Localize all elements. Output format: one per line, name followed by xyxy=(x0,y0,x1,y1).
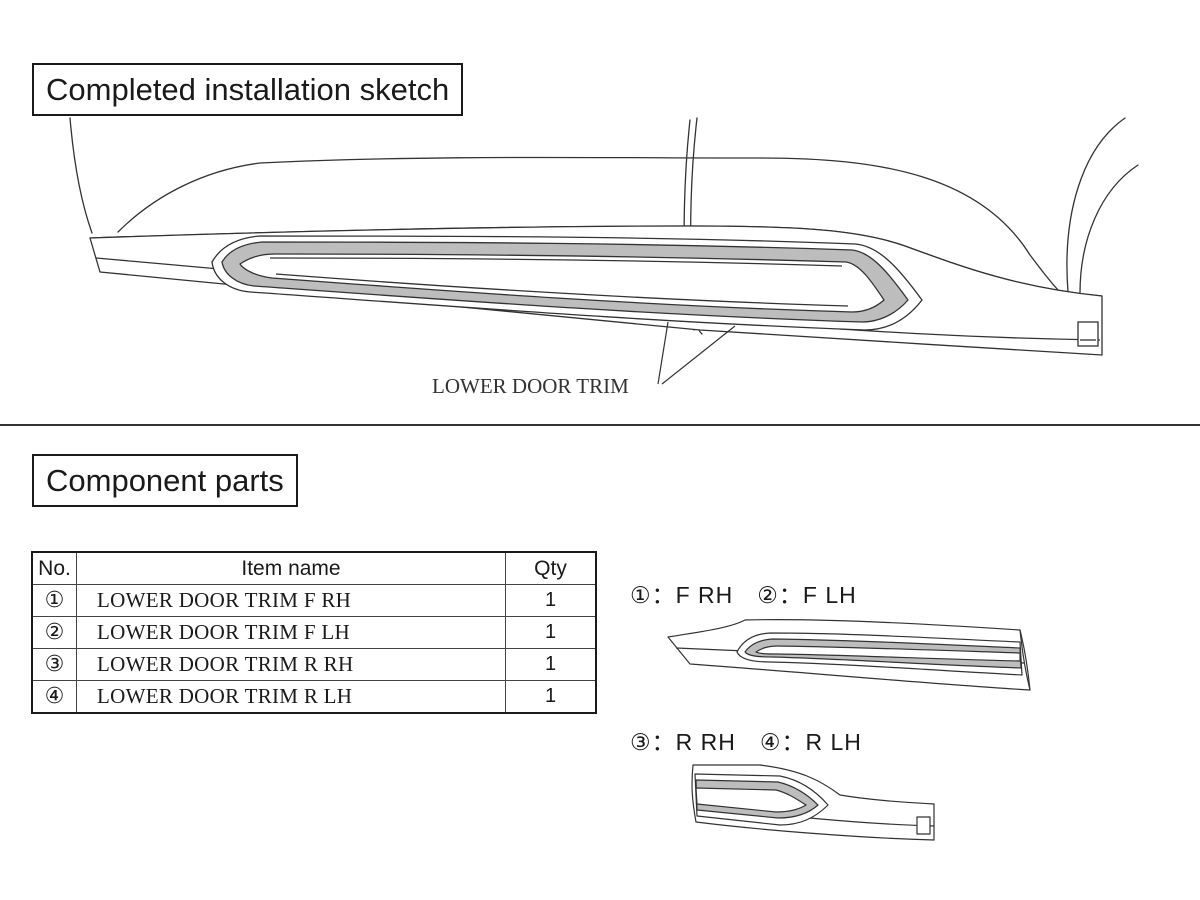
rear-parts-label: ③：R RH ④：R LH xyxy=(630,729,862,755)
header-item-name: Item name xyxy=(76,551,506,585)
row-item-name: LOWER DOOR TRIM F LH xyxy=(76,616,506,649)
lower-door-trim-callout: LOWER DOOR TRIM xyxy=(432,374,629,398)
installation-sketch-title: Completed installation sketch xyxy=(32,63,464,116)
header-no: No. xyxy=(31,551,77,585)
row-number: ③ xyxy=(31,648,77,681)
row-qty: 1 xyxy=(505,680,597,714)
row-item-name: LOWER DOOR TRIM R RH xyxy=(76,648,506,681)
table-header-row: No. Item name Qty xyxy=(31,551,597,585)
component-parts-title: Component parts xyxy=(32,454,298,507)
row-number: ④ xyxy=(31,680,77,714)
table-row: ② LOWER DOOR TRIM F LH 1 xyxy=(31,616,597,649)
row-qty: 1 xyxy=(505,616,597,649)
section-divider xyxy=(0,424,1200,426)
table-row: ③ LOWER DOOR TRIM R RH 1 xyxy=(31,648,597,681)
row-item-name: LOWER DOOR TRIM R LH xyxy=(76,680,506,714)
lower-door-trim-shape xyxy=(89,225,1103,356)
row-qty: 1 xyxy=(505,584,597,617)
row-qty: 1 xyxy=(505,648,597,681)
row-item-name: LOWER DOOR TRIM F RH xyxy=(76,584,506,617)
table-row: ① LOWER DOOR TRIM F RH 1 xyxy=(31,584,597,617)
header-qty: Qty xyxy=(505,551,597,585)
front-parts-label: ①：F RH ②：F LH xyxy=(630,582,857,608)
row-number: ② xyxy=(31,616,77,649)
component-parts-table: No. Item name Qty ① LOWER DOOR TRIM F RH… xyxy=(31,551,597,714)
table-row: ④ LOWER DOOR TRIM R LH 1 xyxy=(31,680,597,714)
rear-trim-illustration xyxy=(691,764,935,841)
front-trim-illustration xyxy=(667,619,1031,691)
row-number: ① xyxy=(31,584,77,617)
